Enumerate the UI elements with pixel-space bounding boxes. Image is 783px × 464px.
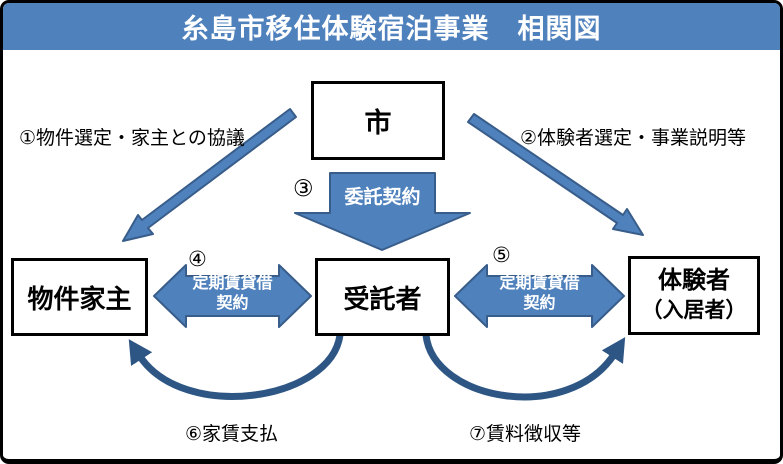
label-step5-line2: 契約	[523, 295, 556, 312]
node-city-label: 市	[364, 108, 392, 138]
number-step5: ⑤	[492, 244, 511, 267]
number-step3: ③	[293, 175, 314, 201]
node-tenant-label-line1: 体験者	[658, 266, 730, 294]
trustee-tenant-double-arrow	[454, 264, 625, 328]
label-step4-line1: 定期賃貸借	[192, 275, 273, 292]
node-trustee: 受託者	[315, 258, 450, 336]
label-step1: ①物件選定・家主との協議	[19, 128, 245, 149]
node-trustee-label: 受託者	[343, 283, 422, 314]
owner-trustee-double-arrow	[153, 264, 312, 328]
node-property-owner: 物件家主	[11, 258, 148, 336]
label-step4-line2: 契約	[216, 295, 249, 312]
rent-payment-arc-arrow	[128, 334, 344, 400]
label-step5: 定期賃貸借 契約	[477, 274, 602, 314]
label-step2: ②体験者選定・事業説明等	[520, 128, 747, 149]
node-city: 市	[311, 81, 445, 160]
number-step4: ④	[188, 248, 207, 271]
rent-collection-arc-arrow	[422, 334, 626, 401]
node-tenant-label-line2: （入居者）	[641, 298, 747, 322]
label-step4: 定期賃貸借 契約	[171, 274, 294, 314]
arrow-layer	[122, 108, 644, 401]
node-property-owner-label: 物件家主	[27, 283, 132, 314]
label-step6: ⑥家賃支払	[185, 424, 279, 445]
label-step3: 委託契約	[344, 187, 421, 208]
city-to-tenant-arrow	[467, 113, 644, 236]
diagram-title: 糸島市移住体験宿泊事業 相関図	[3, 3, 780, 50]
delegation-down-arrow	[294, 172, 471, 251]
node-tenant: 体験者 （入居者）	[628, 256, 760, 335]
label-step7: ⑦賃料徴収等	[469, 424, 582, 445]
label-step5-line1: 定期賃貸借	[499, 275, 580, 292]
city-to-owner-arrow	[122, 108, 297, 242]
